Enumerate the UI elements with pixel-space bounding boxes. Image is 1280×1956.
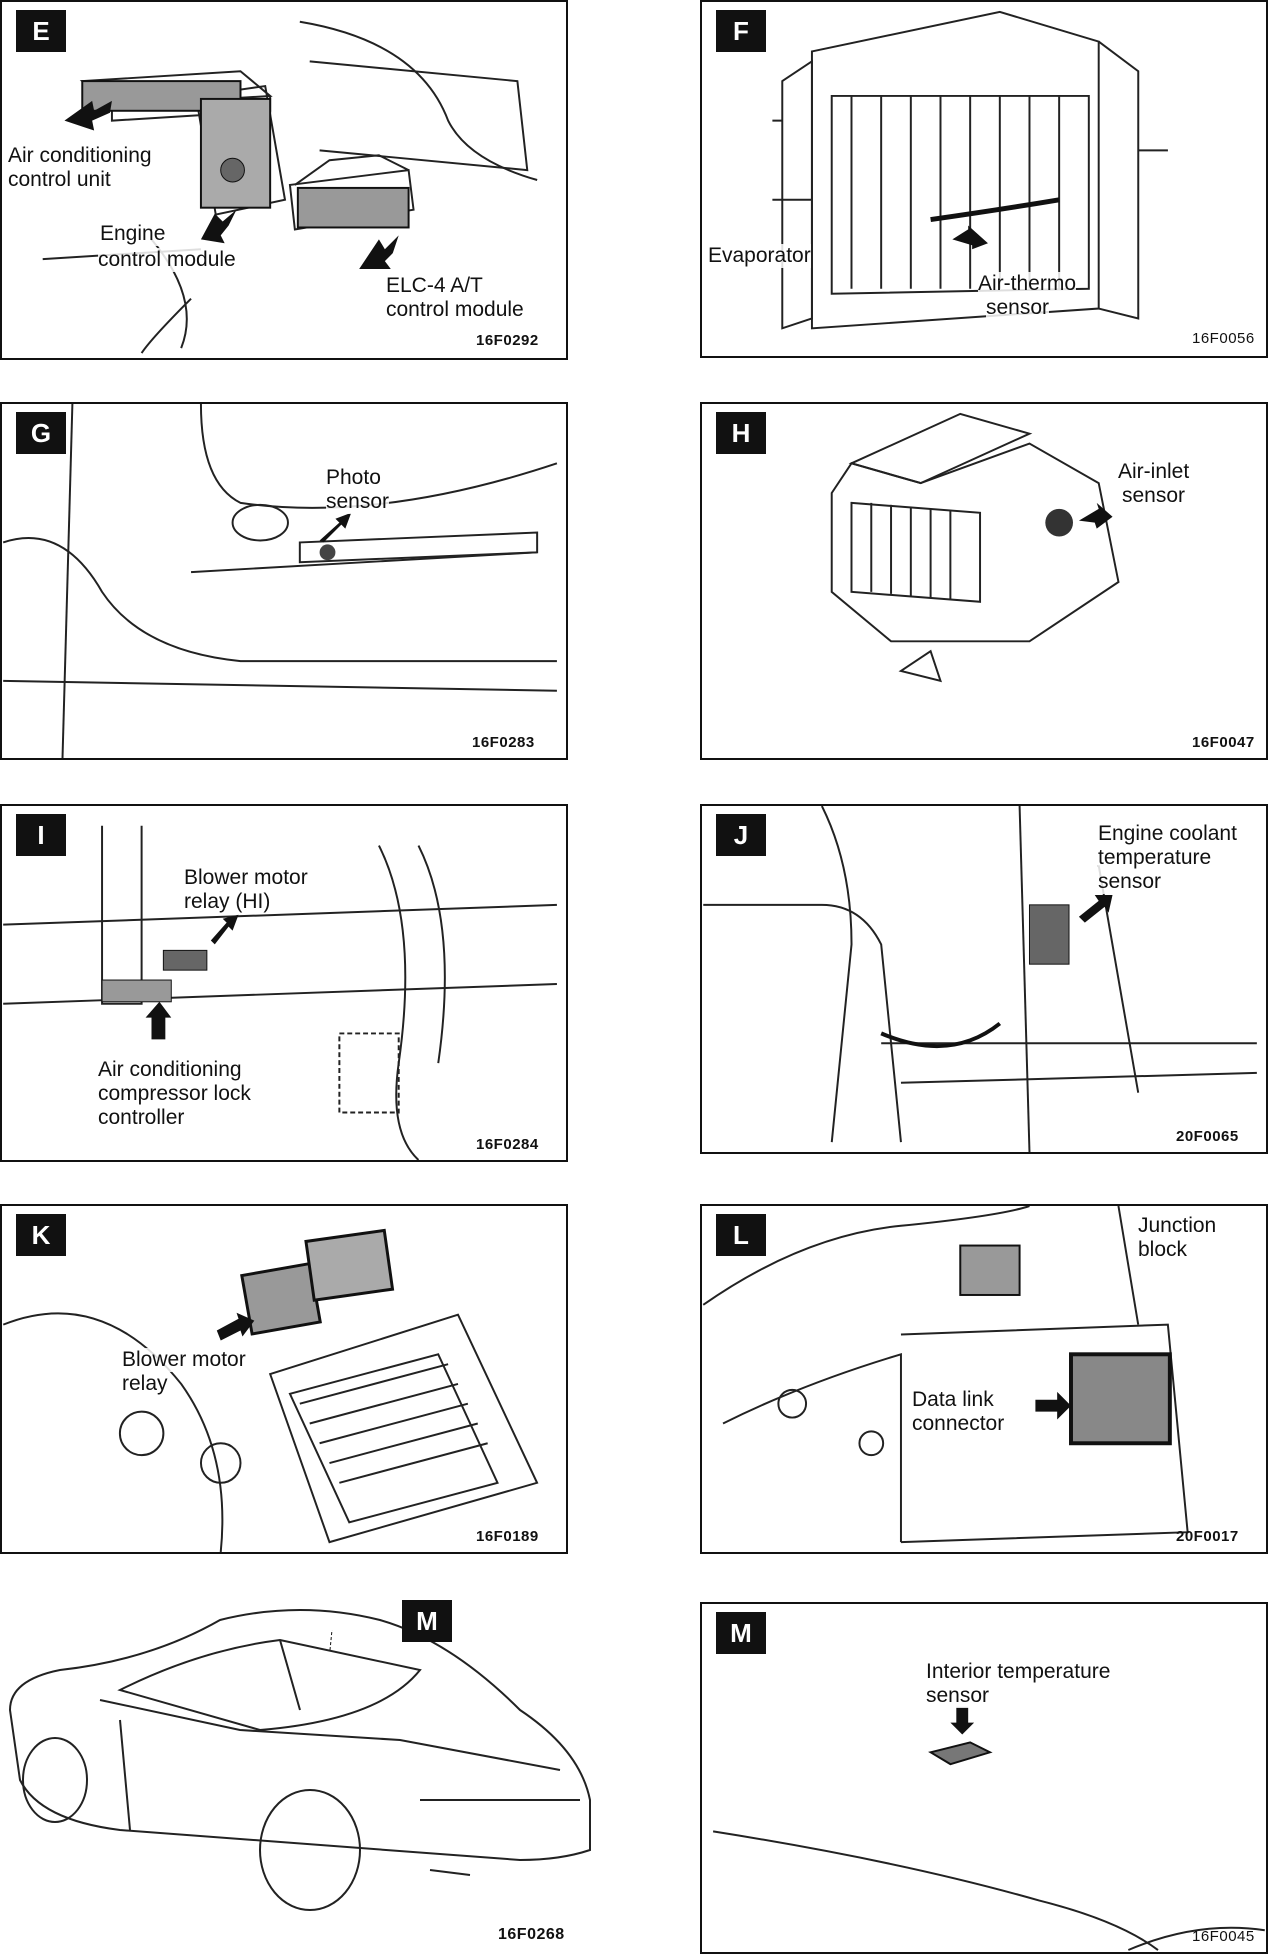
panel-h-tag: H	[716, 412, 766, 454]
panel-k: K Blower motor relay 16F0189	[0, 1204, 568, 1554]
blower-motor-relay-label-2: relay	[122, 1372, 168, 1396]
air-inlet-sensor-label-1: Air-inlet	[1118, 460, 1190, 484]
blower-motor-relay-hi-label-2: relay (HI)	[184, 890, 271, 914]
panel-l-tag: L	[716, 1214, 766, 1256]
ac-compressor-lock-controller-label-3: controller	[98, 1106, 185, 1130]
engine-coolant-temp-sensor-label-2: temperature	[1098, 846, 1212, 870]
engine-coolant-temp-sensor-label-3: sensor	[1098, 870, 1162, 894]
panel-g-tag: G	[16, 412, 66, 454]
figure-code: 16F0045	[1192, 1928, 1255, 1945]
air-inlet-sensor-label-2: sensor	[1122, 484, 1186, 508]
panel-e: E Air conditioning control unit Engine c…	[0, 0, 568, 360]
junction-block-label-1: Junction	[1138, 1214, 1217, 1238]
engine-coolant-temp-sensor-label-1: Engine coolant	[1098, 822, 1237, 846]
figure-code: 16F0283	[472, 734, 535, 751]
data-link-connector-label-2: connector	[912, 1412, 1005, 1436]
panel-i-illustration	[3, 825, 557, 1160]
figure-code: 16F0047	[1192, 734, 1255, 751]
panel-e-illustration	[42, 20, 538, 354]
panel-j: J Engine coolant temperature sensor 20F0…	[700, 804, 1268, 1154]
elc-4-at-module-label-1: ELC-4 A/T	[386, 274, 483, 298]
panel-j-tag: J	[716, 814, 766, 856]
panel-k-tag: K	[16, 1214, 66, 1256]
photo-sensor-label-2: sensor	[326, 490, 390, 514]
air-thermo-sensor-label-1: Air-thermo	[978, 272, 1077, 296]
panel-f: F Evaporator Air-thermo sensor 16F0056	[700, 0, 1268, 358]
car-illustration	[8, 1609, 591, 1911]
interior-temp-sensor-label-1: Interior temperature	[926, 1660, 1111, 1684]
blower-motor-relay-label-1: Blower motor	[122, 1348, 246, 1372]
figure-code: 16F0189	[476, 1528, 539, 1545]
panel-m-interior-tag: M	[716, 1612, 766, 1654]
panel-m-interior: M Interior temperature sensor 16F0045	[700, 1602, 1268, 1954]
panel-i-tag: I	[16, 814, 66, 856]
panel-g-illustration	[2, 404, 558, 758]
panel-g: G Photo sensor 16F0283	[0, 402, 568, 760]
figure-code: 16F0268	[498, 1926, 565, 1943]
figure-code: 20F0065	[1176, 1128, 1239, 1145]
panel-m-car: M 16F0268	[0, 1600, 620, 1950]
panel-f-tag: F	[716, 10, 766, 52]
panel-j-illustration	[703, 806, 1257, 1152]
blower-motor-relay-hi-label-1: Blower motor	[184, 866, 308, 890]
figure-code: 16F0056	[1192, 330, 1255, 347]
panel-i: I Blower motor relay (HI) Air conditioni…	[0, 804, 568, 1162]
panel-k-illustration	[2, 1228, 539, 1552]
panel-h: H Air-inlet sensor 16F0047	[700, 402, 1268, 760]
panel-e-tag: E	[16, 10, 66, 52]
ac-control-unit-label-1: Air conditioning	[8, 144, 152, 168]
evaporator-label: Evaporator	[708, 244, 811, 268]
elc-4-at-module-label-2: control module	[386, 298, 524, 322]
engine-control-module-label-1: Engine	[100, 222, 166, 246]
panel-m-interior-illustration	[712, 1706, 1265, 1951]
panel-m-car-tag: M	[402, 1600, 452, 1642]
figure-code: 16F0284	[476, 1136, 539, 1153]
data-link-connector-label-1: Data link	[912, 1388, 994, 1412]
ac-compressor-lock-controller-label-1: Air conditioning	[98, 1058, 242, 1082]
panel-l: L Junction block Data link connector 20F…	[700, 1204, 1268, 1554]
figure-code: 20F0017	[1176, 1528, 1239, 1545]
interior-temp-sensor-label-2: sensor	[926, 1684, 990, 1708]
ac-compressor-lock-controller-label-2: compressor lock	[98, 1082, 251, 1106]
figure-code: 16F0292	[476, 332, 539, 349]
panel-f-illustration	[772, 10, 1168, 330]
photo-sensor-label-1: Photo	[326, 466, 381, 490]
panel-h-illustration	[830, 412, 1120, 683]
panel-l-illustration	[702, 1206, 1189, 1544]
ac-control-unit-label-2: control unit	[8, 168, 111, 192]
engine-control-module-label-2: control module	[98, 248, 236, 272]
junction-block-label-2: block	[1138, 1238, 1188, 1262]
air-thermo-sensor-label-2: sensor	[986, 296, 1050, 320]
